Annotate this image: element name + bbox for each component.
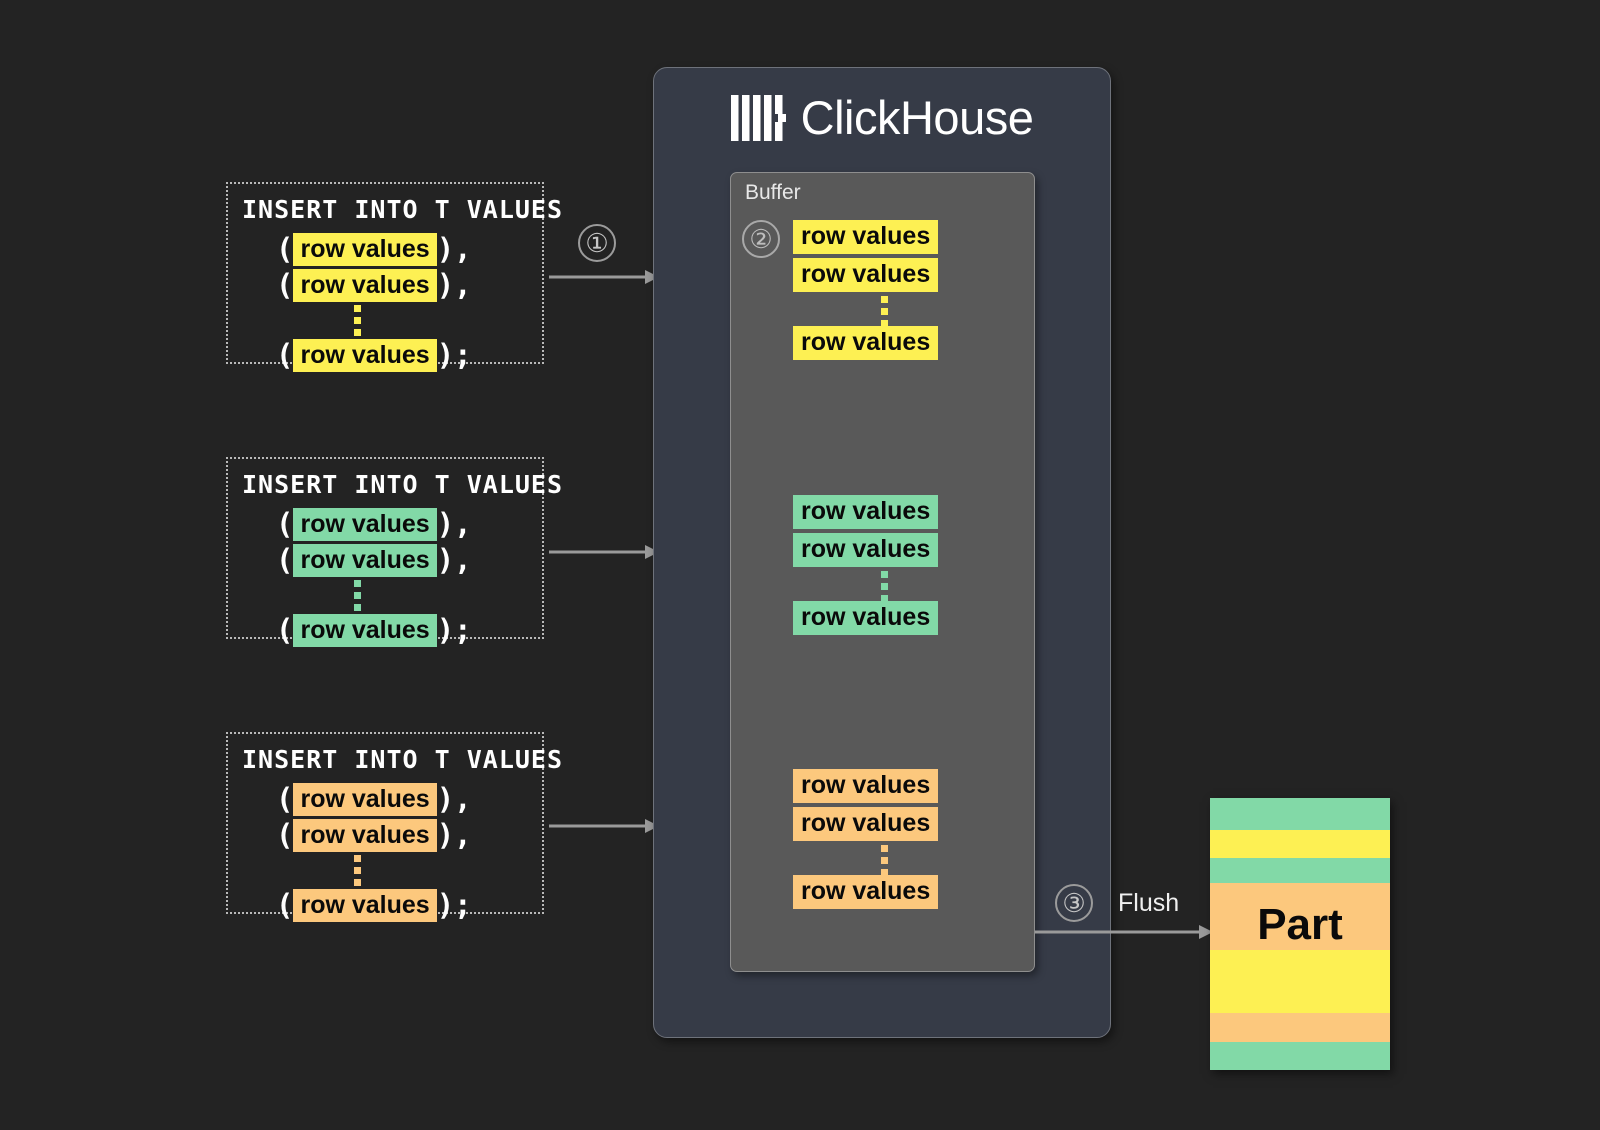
close-paren: ), bbox=[436, 782, 472, 816]
insert-statement-block-green: INSERT INTO T VALUES ( row values ), ( r… bbox=[226, 457, 564, 648]
buffer-row: row values bbox=[793, 495, 939, 529]
open-paren: ( bbox=[276, 232, 294, 266]
insert-row-line: ( row values ), bbox=[276, 232, 528, 268]
insert-header: INSERT INTO T VALUES bbox=[242, 470, 564, 499]
clickhouse-title: ClickHouse bbox=[654, 94, 1110, 141]
row-values-chip: row values bbox=[293, 818, 437, 853]
buffer-label: Buffer bbox=[745, 181, 801, 204]
insert-row-line: ( row values ); bbox=[276, 338, 528, 374]
row-values-chip: row values bbox=[293, 543, 437, 578]
open-paren: ( bbox=[276, 338, 294, 372]
vertical-ellipsis-icon bbox=[793, 295, 976, 327]
open-paren: ( bbox=[276, 543, 294, 577]
buffer-row: row values bbox=[793, 875, 939, 909]
step-number-2: ② bbox=[742, 220, 780, 258]
part-block: Part bbox=[1210, 798, 1390, 1070]
open-paren: ( bbox=[276, 613, 294, 647]
row-values-chip: row values bbox=[293, 613, 437, 648]
row-values-chip: row values bbox=[293, 782, 437, 817]
insert-statement-block-orange: INSERT INTO T VALUES ( row values ), ( r… bbox=[226, 732, 564, 923]
part-label: Part bbox=[1257, 900, 1343, 949]
part-stripe-yellow-2 bbox=[1210, 950, 1390, 1013]
close-paren: ); bbox=[436, 613, 472, 647]
vertical-ellipsis-icon bbox=[793, 844, 976, 876]
open-paren: ( bbox=[276, 818, 294, 852]
row-values-chip: row values bbox=[293, 232, 437, 267]
vertical-ellipsis-icon bbox=[793, 570, 976, 602]
row-values-chip: row values bbox=[293, 268, 437, 303]
insert-header: INSERT INTO T VALUES bbox=[242, 195, 564, 224]
buffer-row: row values bbox=[793, 533, 939, 567]
vertical-ellipsis-icon bbox=[276, 854, 528, 888]
open-paren: ( bbox=[276, 888, 294, 922]
clickhouse-bars-icon bbox=[730, 94, 786, 141]
open-paren: ( bbox=[276, 782, 294, 816]
part-stripe-orange-1 bbox=[1210, 883, 1390, 950]
insert-row-line: ( row values ), bbox=[276, 782, 528, 818]
insert-row-line: ( row values ); bbox=[276, 613, 528, 649]
buffer-row: row values bbox=[793, 220, 939, 254]
arrow-flush-to-part bbox=[1035, 925, 1213, 939]
step-number-3: ③ bbox=[1055, 884, 1093, 922]
step-number-1: ① bbox=[578, 224, 616, 262]
part-stripe-green-2 bbox=[1210, 858, 1390, 883]
buffer-row: row values bbox=[793, 769, 939, 803]
buffer-row: row values bbox=[793, 326, 939, 360]
insert-row-line: ( row values ), bbox=[276, 543, 528, 579]
arrow-insert-3-to-clickhouse bbox=[549, 819, 659, 833]
close-paren: ), bbox=[436, 543, 472, 577]
buffer-group-green: row values row values row values bbox=[793, 495, 1034, 639]
insert-statement-block-yellow: INSERT INTO T VALUES ( row values ), ( r… bbox=[226, 182, 564, 373]
open-paren: ( bbox=[276, 507, 294, 541]
buffer-panel: Buffer ② row values row values row value… bbox=[730, 172, 1035, 972]
row-values-chip: row values bbox=[293, 888, 437, 923]
close-paren: ), bbox=[436, 507, 472, 541]
part-stripe-green-1 bbox=[1210, 798, 1390, 830]
row-values-chip: row values bbox=[293, 507, 437, 542]
buffer-group-orange: row values row values row values bbox=[793, 769, 1034, 913]
clickhouse-label: ClickHouse bbox=[800, 91, 1034, 144]
buffer-group-yellow: row values row values row values bbox=[793, 220, 1034, 364]
arrow-insert-2-to-clickhouse bbox=[549, 545, 659, 559]
insert-row-line: ( row values ), bbox=[276, 507, 528, 543]
close-paren: ); bbox=[436, 338, 472, 372]
buffer-row: row values bbox=[793, 807, 939, 841]
part-stripe-green-3 bbox=[1210, 1042, 1390, 1070]
vertical-ellipsis-icon bbox=[276, 579, 528, 613]
flush-label: Flush bbox=[1118, 889, 1180, 917]
insert-row-line: ( row values ), bbox=[276, 268, 528, 304]
buffer-row: row values bbox=[793, 258, 939, 292]
buffer-row: row values bbox=[793, 601, 939, 635]
close-paren: ), bbox=[436, 232, 472, 266]
open-paren: ( bbox=[276, 268, 294, 302]
part-stripe-orange-2 bbox=[1210, 1013, 1390, 1042]
close-paren: ), bbox=[436, 818, 472, 852]
arrow-insert-1-to-clickhouse bbox=[549, 270, 659, 284]
insert-header: INSERT INTO T VALUES bbox=[242, 745, 564, 774]
row-values-chip: row values bbox=[293, 338, 437, 373]
close-paren: ); bbox=[436, 888, 472, 922]
vertical-ellipsis-icon bbox=[276, 304, 528, 338]
insert-row-line: ( row values ); bbox=[276, 888, 528, 924]
insert-row-line: ( row values ), bbox=[276, 818, 528, 854]
clickhouse-panel: ClickHouse Buffer ② row values row value… bbox=[653, 67, 1111, 1038]
close-paren: ), bbox=[436, 268, 472, 302]
part-stripe-yellow-1 bbox=[1210, 830, 1390, 858]
